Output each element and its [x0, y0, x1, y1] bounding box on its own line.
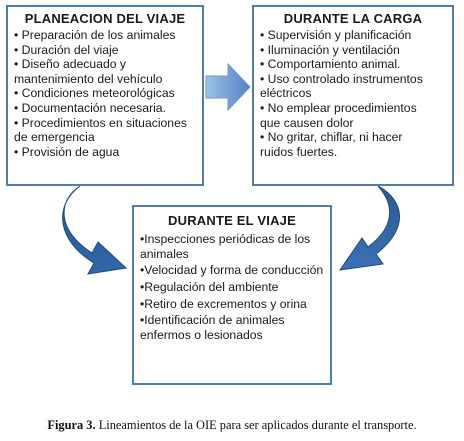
list-item: •Retiro de excrementos y orina	[140, 296, 307, 311]
planeacion-list: • Preparación de los animales • Duración…	[8, 28, 202, 159]
figure-number: Figura 3.	[47, 418, 96, 432]
list-item: •Inspecciones periódicas de los animales	[140, 232, 311, 261]
list-item: • Comportamiento animal.	[260, 57, 401, 72]
list-item: que causen dolor	[260, 115, 354, 130]
list-item: •Regulación del ambiente	[140, 279, 279, 294]
planeacion-del-viaje-box: PLANEACION DEL VIAJE • Preparación de lo…	[6, 5, 204, 186]
list-item: •Velocidad y forma de conducción	[140, 263, 324, 278]
list-item: • No emplear procedimientos	[260, 100, 417, 115]
list-item: • No gritar, chiflar, ni hacer	[260, 130, 403, 145]
carga-title: DURANTE LA CARGA	[283, 11, 423, 26]
list-item: ruidos fuertes.	[260, 144, 338, 159]
durante-la-carga-box: DURANTE LA CARGA • Supervisión y planifi…	[252, 5, 454, 186]
curved-arrow-left-icon	[62, 185, 128, 275]
list-item: • Condiciones meteorológicas	[14, 86, 175, 101]
list-item: eléctricos	[260, 86, 312, 101]
carga-list: • Supervisión y planificación • Iluminac…	[254, 28, 452, 159]
list-item: de emergencia	[14, 130, 95, 145]
list-item: • Supervisión y planificación	[260, 28, 412, 42]
list-item: • Uso controlado instrumentos	[260, 71, 423, 86]
viaje-list: •Inspecciones periódicas de los animales…	[134, 232, 330, 343]
list-item: •Identificación de animales enfermos o l…	[140, 313, 285, 342]
list-item: • Diseño adecuado y	[14, 57, 126, 72]
figure-caption: Figura 3. Lineamientos de la OIE para se…	[0, 418, 464, 433]
planeacion-title: PLANEACION DEL VIAJE	[24, 11, 186, 26]
durante-el-viaje-box: DURANTE EL VIAJE •Inspecciones periódica…	[132, 205, 332, 385]
list-item: • Provisión de agua	[14, 144, 120, 159]
caption-text: Lineamientos de la OIE para ser aplicado…	[98, 418, 417, 432]
list-item: • Duración del viaje	[14, 42, 119, 57]
right-arrow-icon	[205, 62, 251, 112]
list-item: • Documentación necesaria.	[14, 100, 166, 115]
list-item: • Preparación de los animales	[14, 28, 176, 42]
curved-arrow-right-icon	[338, 185, 400, 271]
list-item: • Procedimientos en situaciones	[14, 115, 187, 130]
viaje-title: DURANTE EL VIAJE	[168, 213, 296, 228]
list-item: • Iluminación y ventilación	[260, 42, 400, 57]
list-item: mantenimiento del vehículo	[14, 71, 163, 86]
